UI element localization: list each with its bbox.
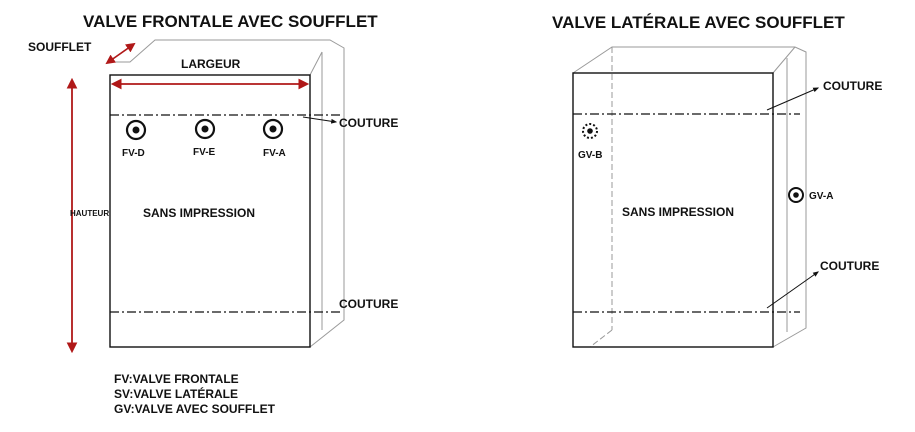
soufflet-arrow xyxy=(105,42,136,65)
side-sans-impression: SANS IMPRESSION xyxy=(622,205,734,219)
valve-fv-a-label: FV-A xyxy=(263,148,286,159)
front-title: VALVE FRONTALE AVEC SOUFFLET xyxy=(83,12,378,31)
legend-line-2: SV:VALVE LATÉRALE xyxy=(114,386,238,401)
front-gusset-fold xyxy=(309,51,323,76)
side-title: VALVE LATÉRALE AVEC SOUFFLET xyxy=(552,13,845,32)
side-couture-top-arrow xyxy=(766,87,820,111)
side-gusset-fold xyxy=(772,46,796,74)
hauteur-label: HAUTEUR xyxy=(70,209,109,218)
valve-gv-a: GV-A xyxy=(788,187,833,203)
side-couture-bottom-arrow xyxy=(766,271,819,309)
side-bag-view: VALVE LATÉRALE AVEC SOUFFLET COUTURE COU… xyxy=(552,13,882,348)
valve-fv-a: FV-A xyxy=(262,118,286,159)
front-bag-panel xyxy=(109,74,311,348)
front-sans-impression: SANS IMPRESSION xyxy=(143,206,255,220)
side-couture-top-label: COUTURE xyxy=(823,79,882,93)
valve-gv-a-label: GV-A xyxy=(809,191,833,202)
front-couture-bottom-label: COUTURE xyxy=(339,297,398,311)
side-back-bottom xyxy=(589,329,613,348)
valve-fv-d-label: FV-D xyxy=(122,148,145,159)
valve-fv-e: FV-E xyxy=(193,118,216,158)
front-gusset-outline xyxy=(110,39,345,348)
largeur-label: LARGEUR xyxy=(181,57,241,71)
legend-line-3: GV:VALVE AVEC SOUFFLET xyxy=(114,402,276,416)
soufflet-label: SOUFFLET xyxy=(28,40,92,54)
side-couture-bottom-label: COUTURE xyxy=(820,259,879,273)
front-couture-top-label: COUTURE xyxy=(339,116,398,130)
valve-fv-d: FV-D xyxy=(122,119,147,159)
valve-fv-e-label: FV-E xyxy=(193,147,216,158)
valve-gv-b-label: GV-B xyxy=(578,150,602,161)
valve-gv-b-icon xyxy=(582,123,598,139)
legend-line-1: FV:VALVE FRONTALE xyxy=(114,372,239,386)
front-couture-top-arrow xyxy=(302,116,338,124)
front-bag-view: VALVE FRONTALE AVEC SOUFFLET SOUFFLET LA… xyxy=(28,12,398,416)
side-gusset-outline xyxy=(572,46,807,348)
valve-gv-b: GV-B xyxy=(578,123,602,161)
side-bag-panel xyxy=(572,72,774,348)
